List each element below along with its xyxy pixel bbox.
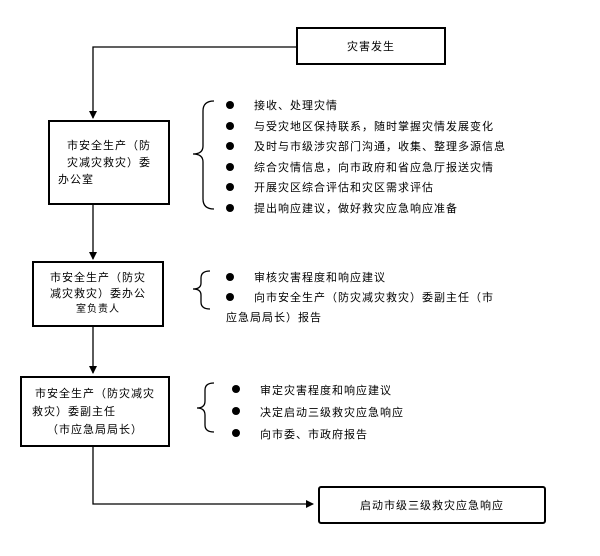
box-deputy-director-line-1: 市安全生产（防灾减灾 xyxy=(35,386,155,400)
box-deputy-director-task-list: 审定灾害程度和响应建议 决定启动三级救灾应急响应 向市委、市政府报告 xyxy=(232,380,404,446)
box-deputy-director: 市安全生产（防灾减灾 救灾）委副主任 （市应急局局长） xyxy=(20,376,170,447)
box-office-task-list: 接收、处理灾情 与受灾地区保持联系，随时掌握灾情发展变化 及时与市级涉灾部门沟通… xyxy=(226,96,506,219)
task-item-text-cont: 应急局局长）报告 xyxy=(226,311,322,324)
brace-box2 xyxy=(192,270,211,310)
task-item: 审核灾害程度和响应建议 xyxy=(226,268,494,288)
task-item: 开展灾区综合评估和灾区需求评估 xyxy=(226,178,506,199)
box-deputy-director-line-3: （市应急局局长） xyxy=(47,422,143,436)
connector-box3-to-end xyxy=(92,447,314,508)
box-office: 市安全生产（防 灾减灾救灾）委 办公室 xyxy=(48,120,170,205)
box-office-line-1: 市安全生产（防 xyxy=(67,139,151,152)
task-item: 与受灾地区保持联系，随时掌握灾情发展变化 xyxy=(226,117,506,138)
start-box-text: 灾害发生 xyxy=(347,39,395,53)
task-item-text: 向市安全生产（防灾减灾救灾）委副主任（市 xyxy=(254,291,494,304)
box-office-head-line-3: 室负责人 xyxy=(76,304,120,315)
task-item: 综合灾情信息，向市政府和省应急厅报送灾情 xyxy=(226,158,506,179)
end-box: 启动市级三级救灾应急响应 xyxy=(318,486,546,524)
end-box-text: 启动市级三级救灾应急响应 xyxy=(360,498,504,512)
box-deputy-director-line-2: 救灾）委副主任 xyxy=(32,404,116,418)
box-office-head-task-list: 审核灾害程度和响应建议 向市安全生产（防灾减灾救灾）委副主任（市 应急局局长）报… xyxy=(226,268,494,328)
brace-box1 xyxy=(192,100,215,210)
start-box: 灾害发生 xyxy=(296,27,446,65)
brace-box3 xyxy=(196,382,215,433)
box-office-head-line-2: 减灾救灾）委办公 xyxy=(50,287,146,300)
task-item: 提出响应建议，做好救灾应急响应准备 xyxy=(226,199,506,220)
task-item: 审定灾害程度和响应建议 xyxy=(232,380,404,402)
task-item: 接收、处理灾情 xyxy=(226,96,506,117)
task-item: 向市安全生产（防灾减灾救灾）委副主任（市 应急局局长）报告 xyxy=(226,288,494,328)
box-office-head: 市安全生产（防灾 减灾救灾）委办公 室负责人 xyxy=(32,261,164,327)
task-item: 决定启动三级救灾应急响应 xyxy=(232,402,404,424)
box-office-line-3: 办公室 xyxy=(58,173,94,186)
task-item-text: 审核灾害程度和响应建议 xyxy=(254,271,386,284)
task-item: 及时与市级涉灾部门沟通，收集、整理多源信息 xyxy=(226,137,506,158)
box-office-head-line-1: 市安全生产（防灾 xyxy=(50,271,146,284)
box-office-line-2: 灾减灾救灾）委 xyxy=(67,156,151,169)
task-item: 向市委、市政府报告 xyxy=(232,424,404,446)
